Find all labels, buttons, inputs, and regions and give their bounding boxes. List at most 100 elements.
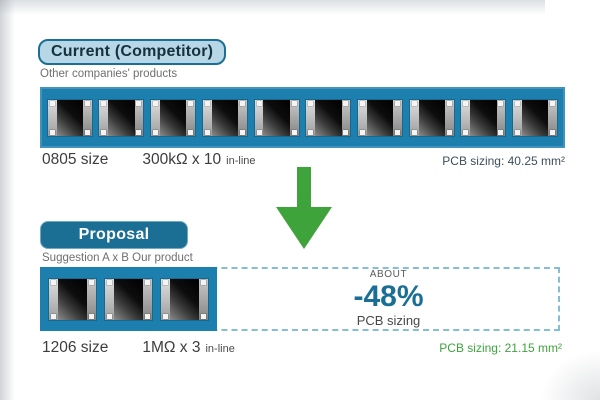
solder-pad	[395, 129, 401, 135]
solder-pad	[49, 129, 55, 135]
chip-body	[315, 99, 342, 136]
savings-caption: PCB sizing	[356, 312, 421, 328]
resistor-chip	[161, 278, 208, 320]
solder-pad	[101, 100, 107, 106]
chip-terminal-left	[49, 278, 59, 320]
solder-pad	[145, 279, 150, 285]
chip-terminal-right	[142, 278, 152, 320]
page-left-shadow	[0, 0, 15, 400]
chip-body	[58, 278, 87, 320]
savings-percent: -48%	[353, 280, 424, 314]
current-pcb-strip	[40, 87, 565, 148]
chip-terminal-left	[99, 99, 109, 136]
solder-pad	[89, 279, 94, 285]
current-pcb-sizing: PCB sizing: 40.25 mm²	[442, 154, 565, 168]
solder-pad	[498, 100, 504, 106]
solder-pad	[550, 100, 556, 106]
current-spec-value: 300kΩ x 10	[142, 151, 222, 168]
solder-pad	[256, 100, 262, 106]
solder-pad	[188, 129, 194, 135]
chip-terminal-left	[409, 99, 419, 136]
solder-pad	[145, 313, 150, 319]
resistor-chip	[409, 99, 454, 136]
chip-terminal-right	[82, 99, 92, 136]
chip-terminal-right	[444, 99, 454, 136]
page-corner-shadow	[540, 350, 600, 400]
resistor-chip	[99, 99, 144, 136]
solder-pad	[188, 100, 194, 106]
solder-pad	[201, 279, 206, 285]
solder-pad	[498, 129, 504, 135]
resistor-chip	[358, 99, 403, 136]
chip-terminal-right	[86, 278, 96, 320]
solder-pad	[204, 129, 210, 135]
solder-pad	[291, 129, 297, 135]
solder-pad	[204, 100, 210, 106]
proposal-section-subtitle: Suggestion A x B Our product	[42, 252, 193, 264]
chip-terminal-left	[202, 99, 212, 136]
proposal-size-label: 1206 size	[42, 339, 109, 356]
solder-pad	[395, 100, 401, 106]
chip-terminal-left	[513, 99, 522, 136]
solder-pad	[153, 129, 159, 135]
solder-pad	[107, 279, 112, 285]
solder-pad	[308, 129, 314, 135]
resistor-chip	[461, 99, 506, 136]
chip-body	[418, 99, 445, 136]
solder-pad	[291, 100, 297, 106]
resistor-chip	[306, 99, 351, 136]
chip-terminal-left	[461, 99, 471, 136]
chip-body	[211, 99, 239, 136]
chip-body	[114, 278, 143, 320]
solder-pad	[89, 313, 94, 319]
solder-pad	[515, 100, 521, 106]
down-arrow-stem	[297, 167, 311, 207]
solder-pad	[239, 129, 245, 135]
savings-callout: ABOUT -48% PCB sizing	[219, 269, 558, 329]
current-spec-suffix: in-line	[226, 155, 256, 167]
chip-body	[470, 99, 497, 136]
solder-pad	[51, 279, 56, 285]
solder-pad	[51, 313, 56, 319]
resistor-chip	[254, 99, 299, 136]
chip-body	[56, 99, 83, 136]
proposal-spec-row: 1206 size 1MΩ x 3 in-line	[42, 339, 235, 357]
chip-terminal-right	[393, 99, 403, 136]
chip-terminal-left	[151, 99, 160, 136]
solder-pad	[411, 100, 417, 106]
chip-terminal-right	[289, 99, 299, 136]
chip-body	[170, 278, 199, 320]
resistor-chip	[151, 99, 196, 136]
chip-terminal-right	[238, 99, 247, 136]
chip-terminal-left	[47, 99, 57, 136]
chip-body	[366, 99, 394, 136]
current-section-title: Current (Competitor)	[38, 39, 227, 65]
chip-terminal-right	[134, 99, 144, 136]
solder-pad	[136, 129, 142, 135]
solder-pad	[343, 129, 349, 135]
solder-pad	[201, 313, 206, 319]
solder-pad	[101, 129, 107, 135]
chip-terminal-right	[198, 278, 208, 320]
chip-terminal-right	[341, 99, 351, 136]
solder-pad	[360, 129, 366, 135]
solder-pad	[239, 100, 245, 106]
solder-pad	[84, 100, 90, 106]
proposal-pcb-strip	[40, 267, 217, 331]
chip-body	[263, 99, 290, 136]
resistor-chip	[105, 278, 152, 320]
down-arrow-icon	[276, 167, 332, 249]
solder-pad	[411, 129, 417, 135]
proposal-footprint-outline: ABOUT -48% PCB sizing	[40, 267, 560, 331]
chip-terminal-left	[105, 278, 115, 320]
solder-pad	[463, 100, 469, 106]
solder-pad	[49, 100, 55, 106]
solder-pad	[343, 100, 349, 106]
chip-terminal-right	[496, 99, 506, 136]
proposal-spec-suffix: in-line	[205, 343, 235, 355]
page-top-shadow	[0, 0, 545, 15]
solder-pad	[163, 313, 168, 319]
proposal-spec-value: 1MΩ x 3	[142, 339, 201, 356]
solder-pad	[463, 129, 469, 135]
solder-pad	[550, 129, 556, 135]
